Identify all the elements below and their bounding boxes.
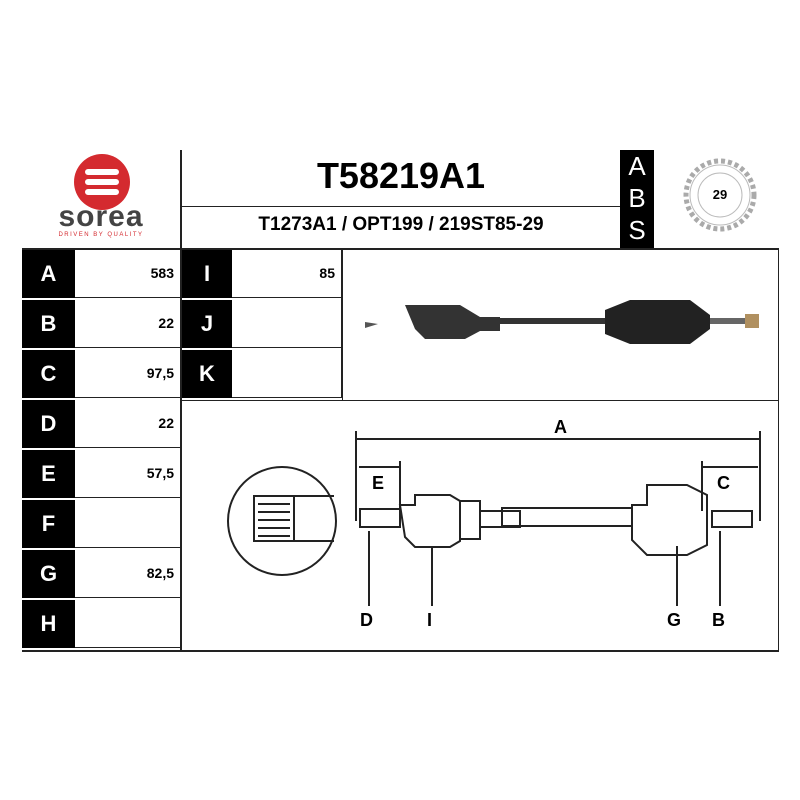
dim-value-g: 82,5	[75, 548, 181, 598]
logo-tagline: DRIVEN BY QUALITY	[58, 232, 144, 238]
abs-ring: 29	[680, 155, 760, 235]
dim-value-i: 85	[232, 248, 342, 298]
label-d: D	[360, 610, 373, 630]
logo-name: sorea	[58, 200, 144, 233]
dim-label-h: H	[22, 600, 75, 648]
dim-value-k	[232, 348, 342, 398]
dim-value-h	[75, 598, 181, 648]
logo: sorea DRIVEN BY QUALITY	[22, 150, 180, 248]
dim-label-c: C	[22, 350, 75, 398]
abs-letter: B	[628, 183, 646, 213]
abs-letter: A	[628, 151, 646, 181]
abs-column: A B S	[620, 150, 654, 248]
dim-value-a: 583	[75, 248, 181, 298]
dim-label-b: B	[22, 300, 75, 348]
dim-label-k: K	[182, 350, 232, 398]
label-g: G	[667, 610, 681, 630]
dim-value-b: 22	[75, 298, 181, 348]
spline-detail-icon	[253, 495, 334, 542]
dim-value-f	[75, 498, 181, 548]
label-a: A	[554, 417, 567, 437]
dim-value-c: 97,5	[75, 348, 181, 398]
label-b: B	[712, 610, 725, 630]
dim-value-d: 22	[75, 398, 181, 448]
label-e: E	[372, 473, 384, 493]
dim-label-d: D	[22, 400, 75, 448]
dim-label-f: F	[22, 500, 75, 548]
product-photo	[350, 280, 770, 360]
dim-label-a: A	[22, 250, 75, 298]
part-number: T58219A1	[316, 155, 486, 196]
abs-letter: S	[628, 215, 646, 245]
dim-value-j	[232, 298, 342, 348]
dim-label-g: G	[22, 550, 75, 598]
dim-label-i: I	[182, 250, 232, 298]
sorea-logo-icon	[74, 154, 130, 210]
dim-value-e: 57,5	[75, 448, 181, 498]
dim-label-e: E	[22, 450, 75, 498]
cross-references: T1273A1 / OPT199 / 219ST85-29	[258, 214, 544, 235]
label-c: C	[717, 473, 730, 493]
abs-teeth-count: 29	[712, 187, 728, 202]
driveshaft-diagram: A E C D I G B	[227, 417, 761, 630]
dim-label-j: J	[182, 300, 232, 348]
gear-icon	[683, 158, 757, 232]
label-i: I	[427, 610, 432, 630]
